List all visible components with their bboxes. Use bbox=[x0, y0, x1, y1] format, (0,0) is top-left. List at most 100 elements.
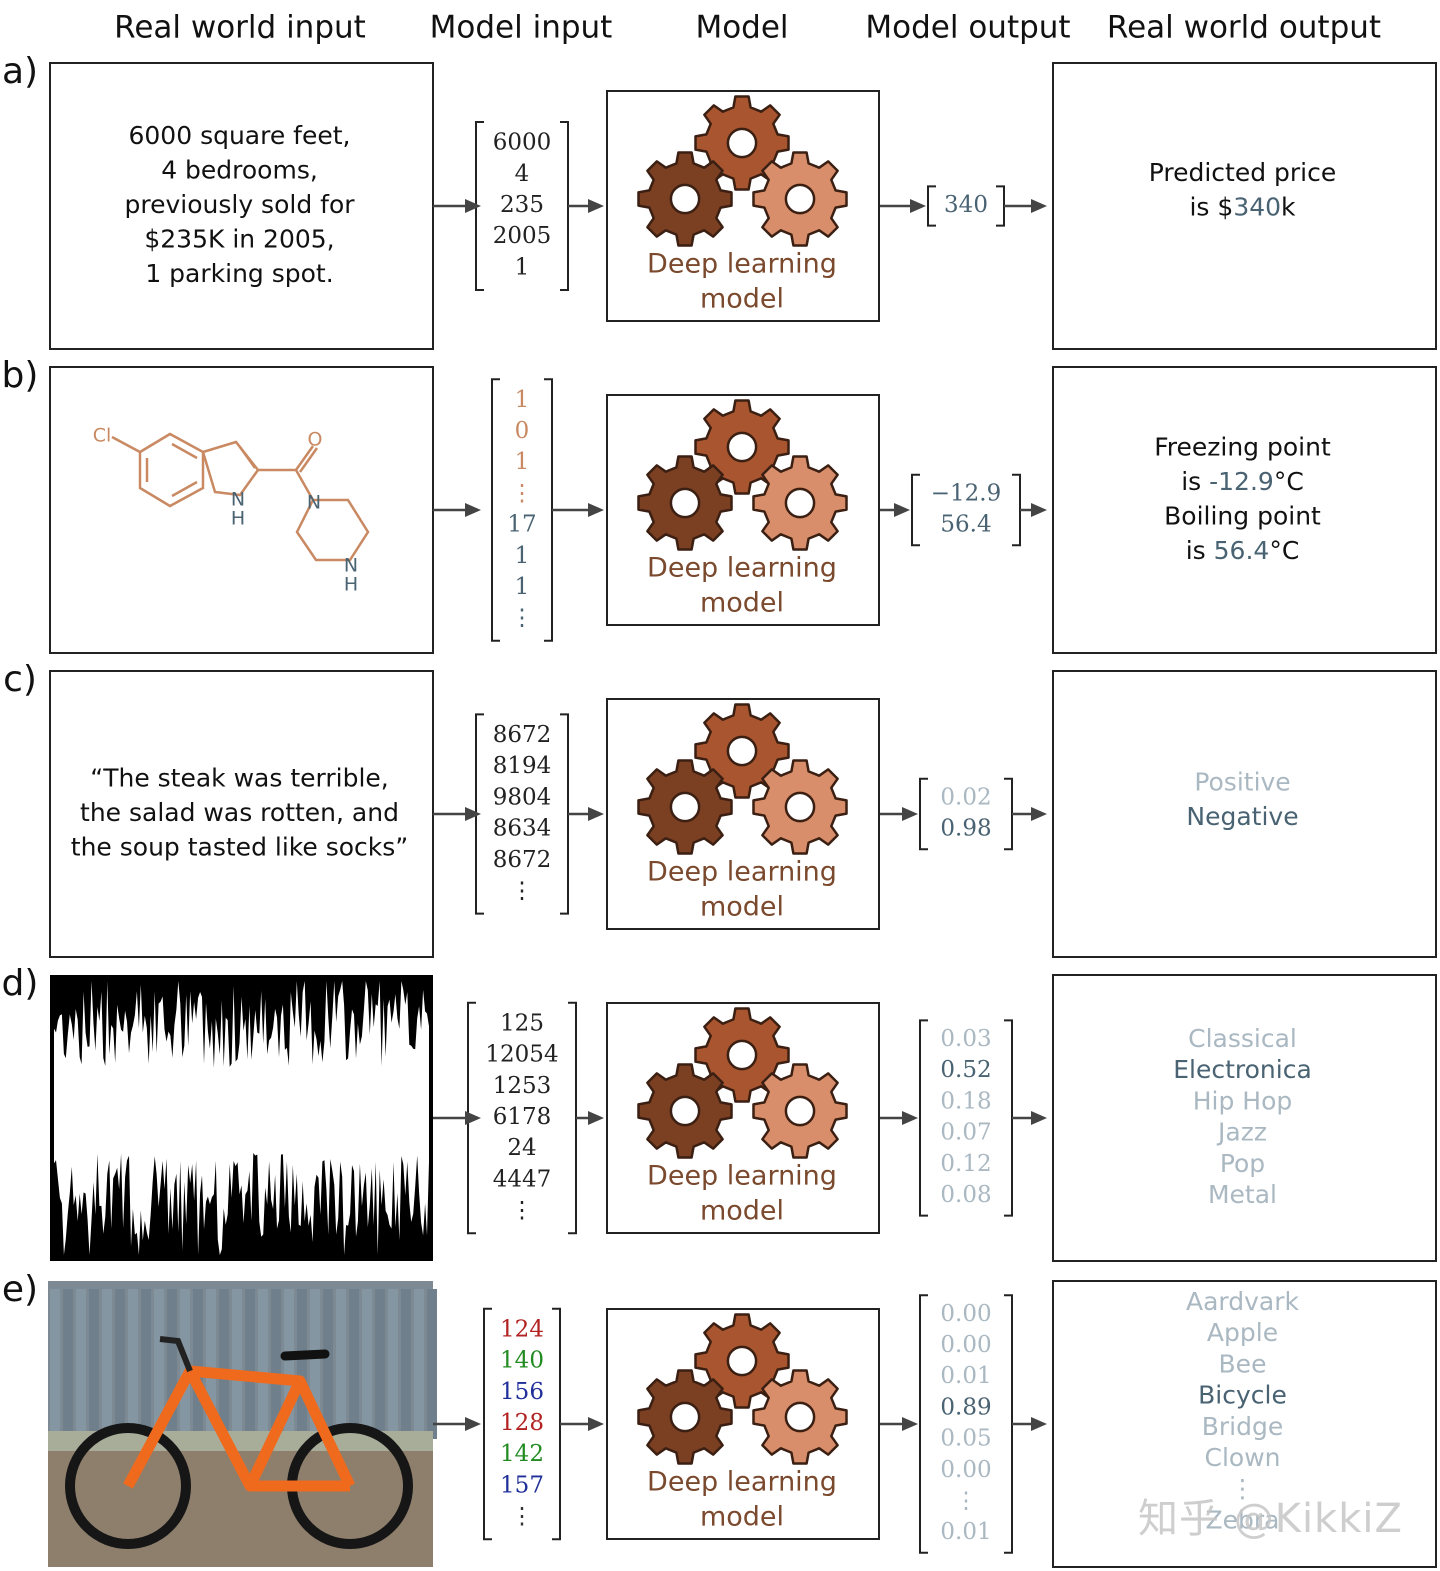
pyrrole-double-bond bbox=[238, 446, 257, 469]
row-b-output-right-bracket bbox=[1012, 473, 1021, 547]
fence-board bbox=[323, 1289, 333, 1439]
benzene-ring bbox=[138, 432, 205, 508]
row-e-gear-right-hole bbox=[784, 1401, 816, 1433]
fence-board bbox=[362, 1289, 372, 1439]
fence-board bbox=[154, 1289, 164, 1439]
row-c-class-label: Positive bbox=[1194, 767, 1290, 796]
row-e-class-label: ⋮ bbox=[1230, 1474, 1255, 1503]
bicycle-handlebar bbox=[159, 1336, 193, 1373]
atom-cl: Cl bbox=[93, 425, 112, 447]
row-b-gear-left-hole bbox=[669, 487, 701, 519]
row-e-class-label: Apple bbox=[1207, 1318, 1278, 1347]
row-c-arrow-input-head bbox=[465, 807, 481, 821]
row-c-output-right-bracket bbox=[1004, 777, 1013, 851]
row-c-class-label: Negative bbox=[1186, 802, 1298, 831]
row-d-result-box bbox=[1052, 974, 1437, 1262]
row-e-output-value: 0.00 bbox=[940, 1457, 991, 1483]
row-e-model-label-2: model bbox=[700, 1502, 784, 1533]
benzene-double-bonds bbox=[145, 442, 198, 498]
row-c-arrow-output-head bbox=[1031, 807, 1047, 821]
row-b-vector-value: 1 bbox=[515, 387, 530, 413]
result-segment: is bbox=[1186, 536, 1214, 565]
row-b-result-line: is 56.4°C bbox=[1186, 536, 1300, 565]
row-d-vector-value: 12054 bbox=[485, 1042, 558, 1068]
row-e-vector-value: 140 bbox=[500, 1348, 544, 1374]
row-b-vector-value: 17 bbox=[507, 512, 536, 538]
row-a-input-line: previously sold for bbox=[124, 190, 355, 219]
row-d-arrow-output-head bbox=[1031, 1111, 1047, 1125]
fence-board bbox=[271, 1289, 281, 1439]
row-d-gear-right-hole bbox=[784, 1095, 816, 1127]
row-a-model-label-2: model bbox=[700, 284, 784, 315]
row-e-result-box bbox=[1052, 1280, 1437, 1568]
fence-board bbox=[115, 1289, 125, 1439]
row-c-input-line: “The steak was terrible, bbox=[90, 764, 388, 793]
row-b-gear-top-hole bbox=[726, 431, 758, 463]
row-b-result-box bbox=[1052, 366, 1437, 654]
fence-board bbox=[310, 1289, 320, 1439]
chloro-bond bbox=[111, 435, 141, 454]
row-b-tag: b) bbox=[2, 355, 39, 396]
row-e-arrow-output-head bbox=[1031, 1417, 1047, 1431]
result-segment: k bbox=[1281, 192, 1296, 221]
fence-board bbox=[245, 1289, 255, 1439]
molecule-structure bbox=[111, 432, 370, 562]
row-a-arrow-model-head bbox=[910, 199, 926, 213]
row-c-vector-value: 8194 bbox=[493, 753, 552, 779]
row-d-class-label: Hip Hop bbox=[1193, 1086, 1293, 1115]
row-d-tag: d) bbox=[2, 963, 39, 1004]
fence-board bbox=[50, 1289, 60, 1439]
row-b-vector-value: ⋮ bbox=[511, 605, 534, 631]
fence-board bbox=[193, 1289, 203, 1439]
row-d-output-value: 0.12 bbox=[940, 1151, 991, 1177]
atom-h-amine: H bbox=[344, 574, 358, 596]
row-d-class-label: Jazz bbox=[1216, 1118, 1267, 1147]
row-a-vector-value: 1 bbox=[515, 254, 530, 280]
row-e-output-value: 0.05 bbox=[940, 1426, 991, 1452]
row-a-gear-top-hole bbox=[726, 127, 758, 159]
row-e-vector-left-bracket bbox=[483, 1307, 492, 1541]
row-b-vector-value: 0 bbox=[515, 418, 530, 444]
row-b-vector-left-bracket bbox=[491, 378, 500, 642]
row-a-result-line: is $340k bbox=[1189, 192, 1296, 221]
row-e-class-label: Bicycle bbox=[1198, 1381, 1287, 1410]
row-e-vector-value: 156 bbox=[500, 1379, 544, 1405]
row-e-vector-value: ⋮ bbox=[511, 1504, 534, 1530]
row-e-vector-value: 124 bbox=[500, 1316, 544, 1342]
row-d-output-left-bracket bbox=[919, 1019, 928, 1217]
column-header-0: Real world input bbox=[114, 10, 366, 46]
fence-board bbox=[258, 1289, 268, 1439]
row-c-vector-value: ⋮ bbox=[511, 878, 534, 904]
row-a-gear-right-hole bbox=[784, 183, 816, 215]
row-d-model-label-2: model bbox=[700, 1196, 784, 1227]
row-e-vector-value: 142 bbox=[500, 1441, 544, 1467]
row-b-model-label-2: model bbox=[700, 588, 784, 619]
row-d-output-value: 0.18 bbox=[940, 1088, 991, 1114]
row-c-model-label-2: model bbox=[700, 892, 784, 923]
row-a-result-box bbox=[1052, 62, 1437, 350]
row-b-arrow-output-head bbox=[1031, 503, 1047, 517]
row-a-result-line: Predicted price bbox=[1149, 158, 1337, 187]
row-e-class-label: Zebra bbox=[1206, 1505, 1280, 1534]
row-b-input-box bbox=[49, 366, 434, 654]
row-e-output-right-bracket bbox=[1004, 1294, 1013, 1554]
row-e-output-left-bracket bbox=[919, 1294, 928, 1554]
row-b-arrow-vector-head bbox=[588, 503, 604, 517]
row-c-result-box bbox=[1052, 670, 1437, 958]
row-e-vector-value: 128 bbox=[500, 1410, 544, 1436]
row-e-output-value: 0.89 bbox=[940, 1394, 991, 1420]
row-b-result-line: Freezing point bbox=[1154, 432, 1331, 461]
row-c-vector-value: 9804 bbox=[493, 784, 552, 810]
row-b-vector-value: 1 bbox=[515, 574, 530, 600]
row-d-output-value: 0.52 bbox=[940, 1057, 991, 1083]
fence-board bbox=[414, 1289, 424, 1439]
row-b-output-left-bracket bbox=[911, 473, 920, 547]
row-b-arrow-model-head bbox=[894, 503, 910, 517]
atom-h-indole: H bbox=[231, 508, 245, 530]
row-e-output-value: 0.01 bbox=[940, 1363, 991, 1389]
column-header-4: Real world output bbox=[1107, 10, 1381, 46]
column-header-2: Model bbox=[695, 10, 788, 46]
row-d-output-value: 0.03 bbox=[940, 1026, 991, 1052]
row-a-vector-value: 6000 bbox=[493, 130, 552, 156]
row-b-output-value: 56.4 bbox=[940, 512, 991, 538]
